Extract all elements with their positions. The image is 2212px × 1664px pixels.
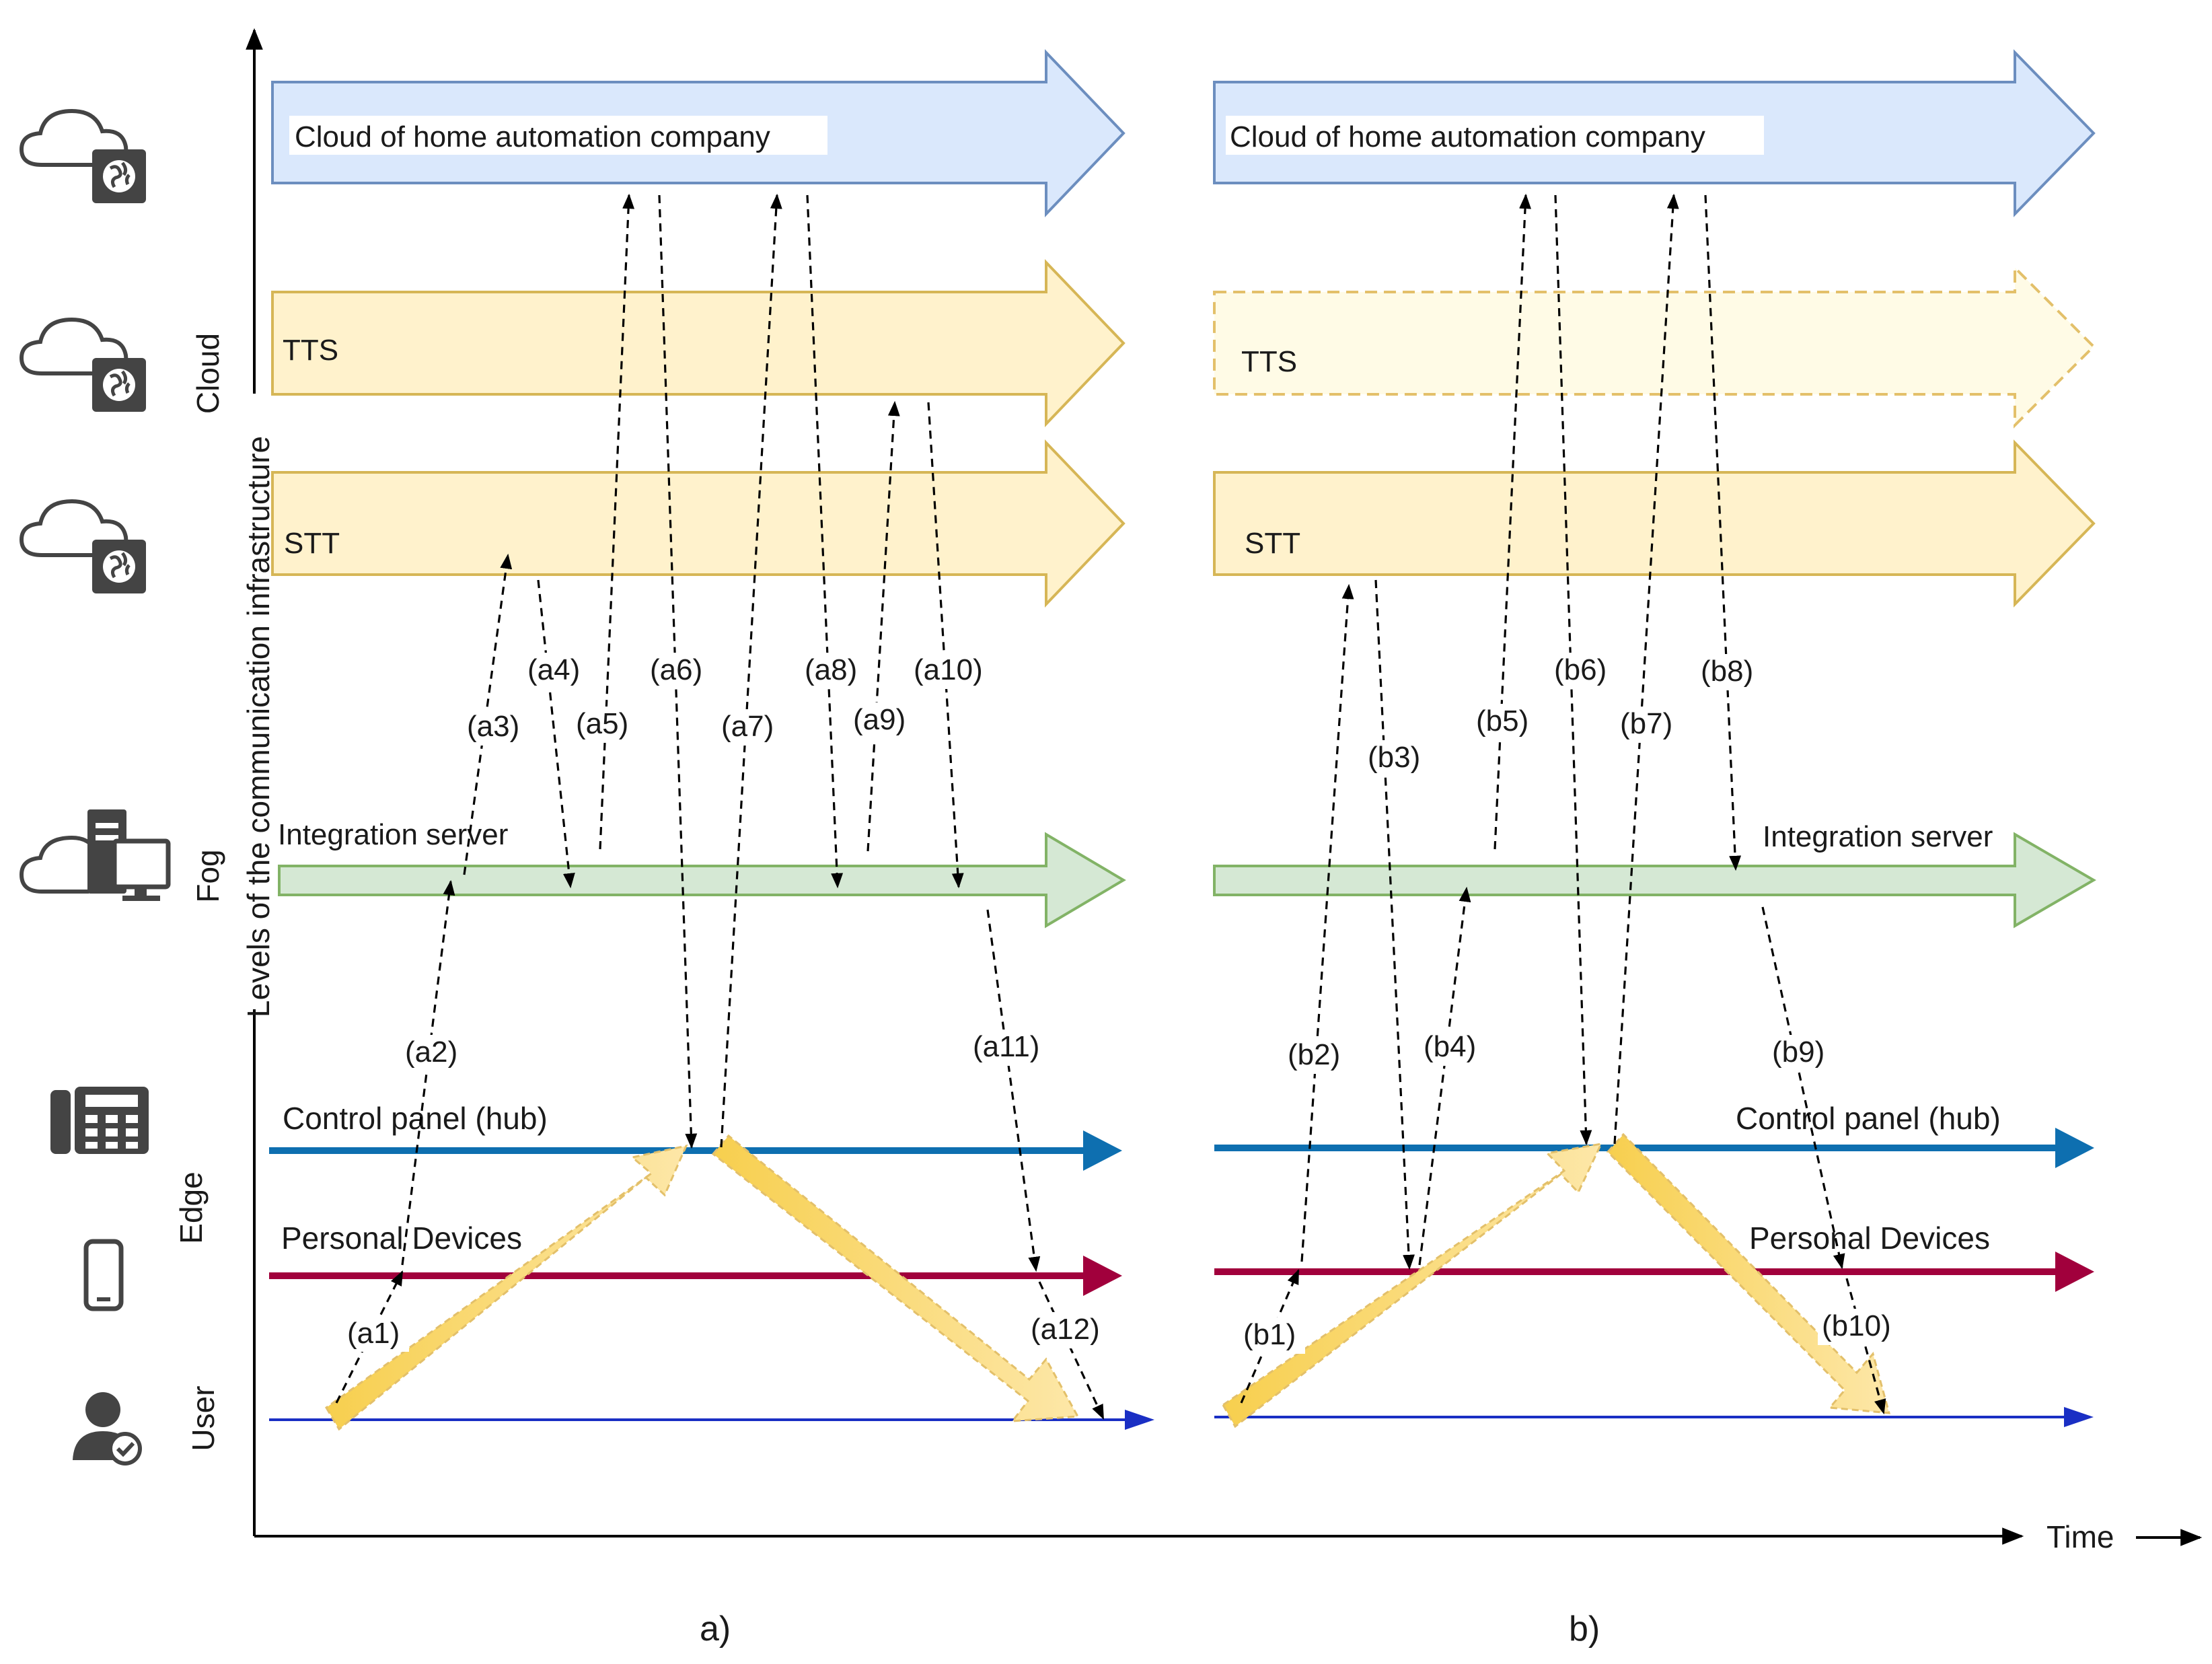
fog-lane-a-label: Integration server (278, 818, 508, 851)
svg-text:(a10): (a10) (914, 653, 983, 686)
flow-arrow-down-a (711, 1134, 1080, 1422)
cloud-globe-icon (19, 499, 146, 593)
svg-text:(b3): (b3) (1368, 741, 1420, 774)
tts-lane-a-label: TTS (283, 334, 338, 367)
user-check-icon (73, 1392, 142, 1466)
device-line-a-label: Personal Devices (281, 1221, 522, 1256)
fog-lane-a (278, 832, 1126, 929)
svg-text:(a11): (a11) (973, 1030, 1039, 1063)
svg-text:(a6): (a6) (650, 653, 702, 686)
svg-text:(b4): (b4) (1424, 1030, 1476, 1063)
y-axis-title: Levels of the communication infrastructu… (241, 436, 276, 1017)
svg-text:(b9): (b9) (1772, 1036, 1824, 1069)
desk-phone-icon (50, 1087, 149, 1154)
svg-text:(a4): (a4) (527, 653, 580, 686)
cloud-computer-icon (19, 809, 171, 901)
device-line-b-label: Personal Devices (1749, 1221, 1990, 1256)
svg-text:(a8): (a8) (805, 653, 857, 686)
stt-lane-b (1213, 439, 2096, 608)
x-axis-title: Time (2047, 1519, 2114, 1554)
svg-text:(b6): (b6) (1554, 653, 1607, 686)
level-label-cloud: Cloud (190, 333, 225, 414)
svg-text:(a5): (a5) (576, 707, 628, 740)
stt-lane-a (271, 439, 1126, 608)
cloud-globe-icon (19, 108, 146, 203)
cloud-lane-a-label: Cloud of home automation company (295, 120, 770, 153)
tts-lane-b (1213, 264, 2096, 429)
svg-text:(a7): (a7) (721, 710, 774, 743)
level-label-edge: Edge (174, 1171, 209, 1243)
fog-lane-b (1213, 832, 2096, 929)
panel-a-caption: a) (700, 1609, 731, 1649)
tts-lane-b-label: TTS (1241, 345, 1297, 378)
flow-arrow-up-a (325, 1144, 688, 1431)
stt-lane-a-label: STT (284, 527, 340, 560)
hub-line-b-label: Control panel (hub) (1736, 1101, 2001, 1136)
stt-lane-b-label: STT (1245, 527, 1300, 560)
svg-text:(b8): (b8) (1701, 655, 1753, 688)
svg-text:(a1): (a1) (347, 1317, 400, 1350)
svg-text:(a9): (a9) (853, 703, 906, 736)
tts-lane-a (271, 259, 1126, 427)
svg-text:(b1): (b1) (1243, 1318, 1296, 1351)
svg-text:(a12): (a12) (1031, 1313, 1100, 1346)
svg-text:(b7): (b7) (1620, 707, 1672, 740)
hub-line-a-label: Control panel (hub) (283, 1101, 548, 1136)
panel-b: Cloud of home automation company TTS STT… (1213, 49, 2096, 1649)
svg-text:(b10): (b10) (1822, 1309, 1891, 1342)
smartphone-icon (83, 1239, 124, 1311)
fog-lane-b-label: Integration server (1763, 820, 1993, 853)
level-label-user: User (186, 1385, 221, 1451)
flow-arrow-up-b (1222, 1143, 1603, 1428)
svg-text:(b5): (b5) (1476, 704, 1528, 737)
svg-text:(a2): (a2) (405, 1036, 457, 1069)
svg-text:(a3): (a3) (467, 710, 519, 743)
step-labels-a: (a1) (a2) (a3) (a4) (a5) (a6) (a7) (a8) … (342, 653, 1110, 1352)
step-labels-b: (b1) (b2) (b3) (b4) (b5) (b6) (b7) (b8) … (1238, 653, 1901, 1354)
panel-a: Cloud of home automation company TTS STT… (269, 49, 1154, 1649)
svg-text:(b2): (b2) (1288, 1038, 1340, 1071)
panel-b-caption: b) (1569, 1609, 1600, 1649)
cloud-lane-b-label: Cloud of home automation company (1230, 120, 1705, 153)
cloud-globe-icon (19, 317, 146, 412)
level-label-fog: Fog (190, 849, 225, 902)
